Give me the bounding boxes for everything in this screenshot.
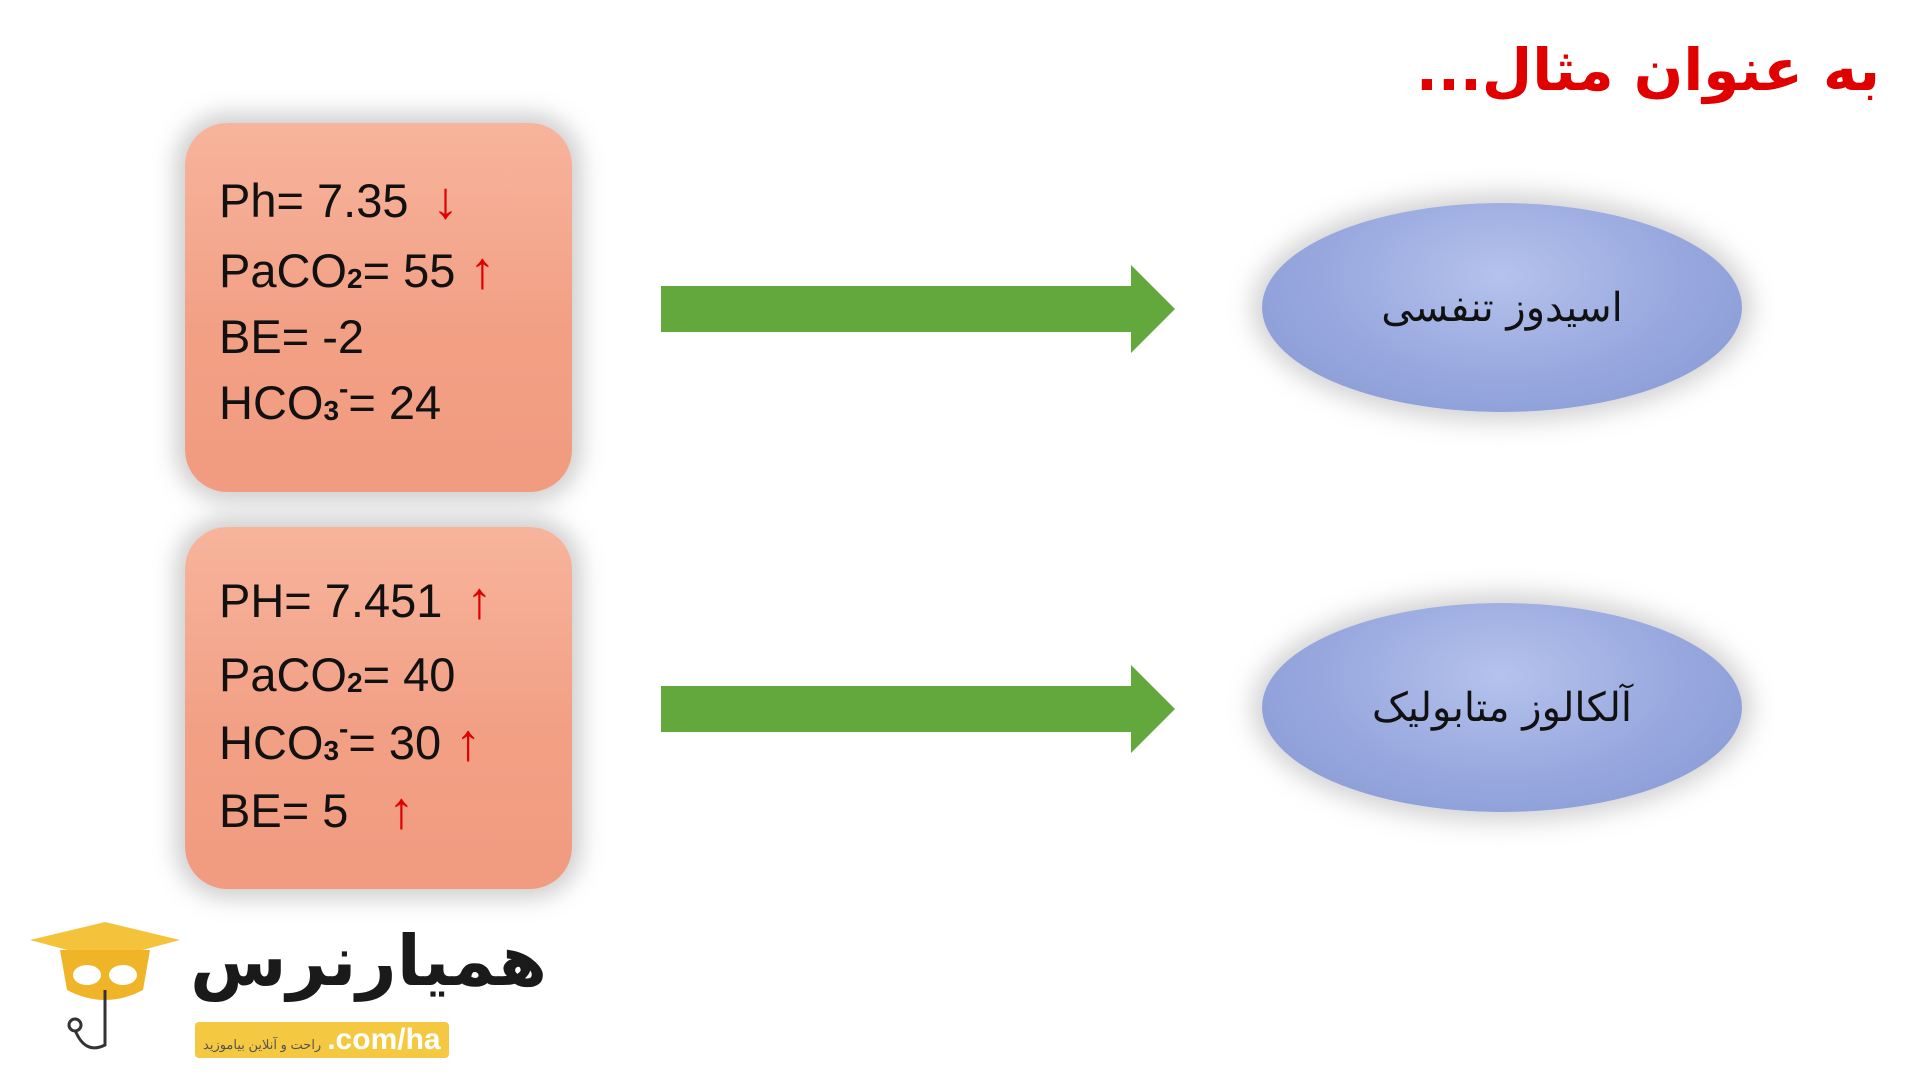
green-arrow-icon [661,665,1175,753]
diagnosis-ellipse-2: آلکالوز متابولیک [1262,603,1742,812]
logo-name: همیارنرس [190,920,548,1002]
arrow-up-icon: ↑ [466,571,493,630]
be-line: BE= 5↑ [219,781,415,840]
ph-line: Ph= 7.35↓ [219,171,459,230]
arrow-down-icon: ↓ [432,171,459,230]
be-line: BE= -2 [219,310,364,363]
slide-title: به عنوان مثال... [1415,36,1880,104]
arrow-up-icon: ↑ [388,781,415,840]
arrow-up-icon: ↑ [469,241,496,300]
diagnosis-label: آلکالوز متابولیک [1372,684,1632,731]
ph-line: PH= 7.451↑ [219,571,493,630]
arrow-up-icon: ↑ [455,713,482,772]
logo: همیارنرس راحت و آنلاین بیاموزید.com/ha [25,920,547,1060]
green-arrow-icon [661,265,1175,353]
logo-tagline: راحت و آنلاین بیاموزید.com/ha [195,1022,449,1058]
diagnosis-label: اسیدوز تنفسی [1381,284,1623,331]
graduation-cap-icon [30,922,180,1050]
diagnosis-ellipse-1: اسیدوز تنفسی [1262,203,1742,412]
